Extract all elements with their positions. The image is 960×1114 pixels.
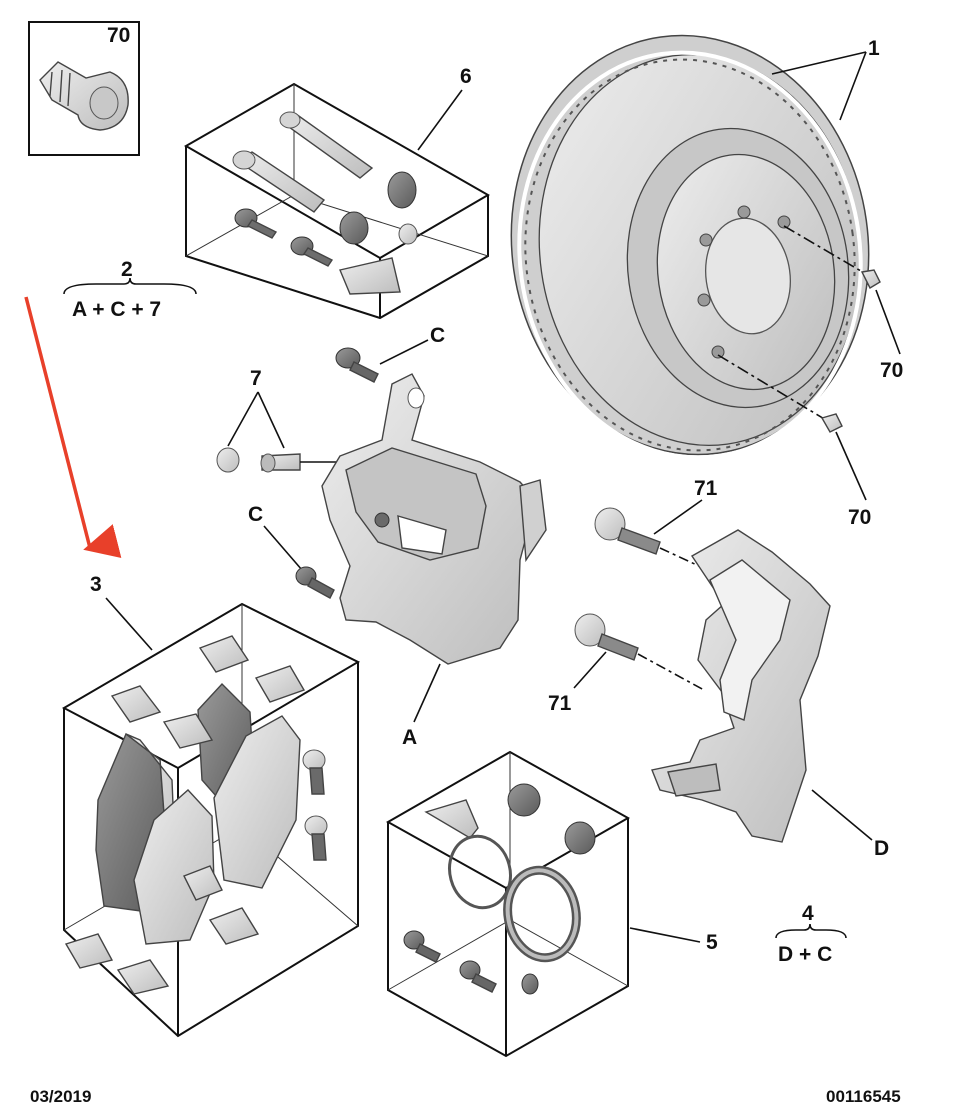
kit-4-formula: 4 D + C — [775, 902, 847, 966]
callout-bracket: D — [874, 837, 889, 860]
seal-kit-box: 5 — [385, 750, 718, 1058]
callout-kit-acp7: 2 — [121, 258, 133, 281]
disc-screw-upper: 70 — [783, 225, 903, 382]
callout-bolt-c-top: C — [430, 324, 445, 347]
bleed-screw: 7 — [216, 367, 344, 473]
callout-bolt-lower: 71 — [548, 692, 572, 715]
caliper: A — [321, 373, 547, 749]
callout-caliper: A — [402, 726, 417, 749]
callout-screw-right-upper: 70 — [880, 359, 903, 382]
pads-box: 3 — [61, 573, 361, 1038]
callout-bolt-upper: 71 — [694, 477, 718, 500]
pointer-arrow — [24, 296, 122, 559]
callout-bleed-screw: 7 — [250, 367, 262, 390]
bolt-c-left: C — [248, 503, 335, 599]
disc-screw-lower: 70 — [717, 354, 871, 529]
brake-disc: 1 — [510, 34, 880, 460]
callout-guide-kit: 6 — [460, 65, 472, 88]
callout-pads: 3 — [90, 573, 102, 596]
formula-kit-acp7: A + C + 7 — [72, 298, 161, 321]
caliper-bracket: D — [651, 529, 889, 860]
formula-kit-dc: D + C — [778, 943, 832, 966]
callout-screw-top: 70 — [107, 24, 130, 47]
bracket-bolt-lower: 71 — [548, 613, 705, 715]
callout-kit-dc: 4 — [802, 902, 814, 925]
bracket-bolt-upper: 71 — [594, 477, 718, 573]
callout-disc: 1 — [868, 37, 880, 60]
bolt-c-top: C — [335, 324, 445, 383]
callout-bolt-c-left: C — [248, 503, 263, 526]
footer-reference: 00116545 — [826, 1087, 901, 1106]
callout-seal-kit: 5 — [706, 931, 718, 954]
kit-2-formula: 2 A + C + 7 — [63, 258, 197, 321]
footer-date: 03/2019 — [30, 1087, 91, 1106]
callout-screw-right-lower: 70 — [848, 506, 871, 529]
screw-70-inset: 70 — [28, 21, 140, 156]
guide-kit-box: 6 — [183, 65, 490, 320]
